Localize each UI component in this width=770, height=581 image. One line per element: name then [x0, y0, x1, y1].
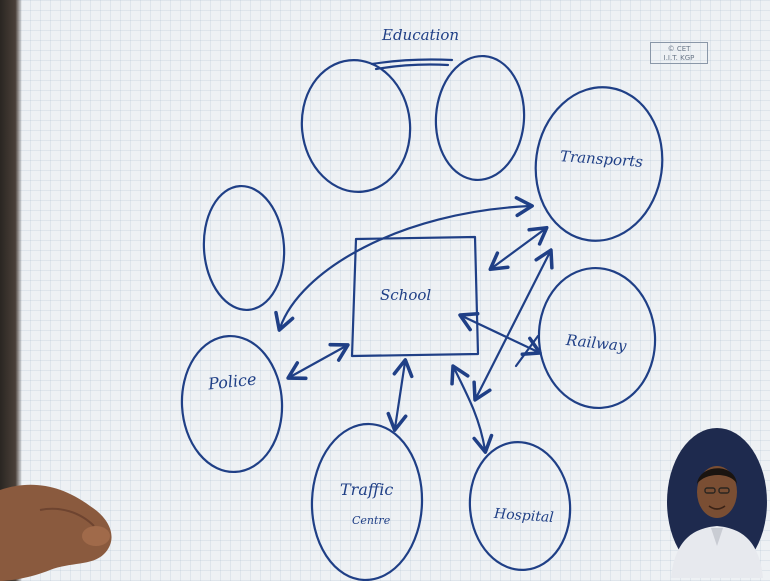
- arrow-police-school: [286, 342, 350, 381]
- arrow-school-traffic: [386, 358, 414, 432]
- traffic-label-line1: Traffic: [340, 480, 394, 499]
- traffic-circle: [310, 422, 424, 581]
- title-underline-2: [374, 63, 450, 71]
- paper-edge-shadow: [0, 0, 22, 581]
- arrow-school-hospital: [450, 364, 494, 454]
- institution-stamp: © CET I.I.T. KGP: [650, 42, 708, 64]
- stamp-line-2: I.I.T. KGP: [663, 54, 695, 62]
- arrow-railway-back: [514, 334, 540, 368]
- presenter-video-inset: [667, 428, 767, 578]
- transports-circle: [534, 86, 664, 242]
- stamp-line-1: © CET: [667, 45, 691, 53]
- traffic-label-line2: Centre: [352, 514, 391, 527]
- empty-circle-top-left: [300, 59, 412, 193]
- arrow-school-railway: [458, 311, 542, 357]
- title-underline: [370, 58, 454, 66]
- hospital-circle: [468, 440, 572, 572]
- presenter-hand: [0, 484, 112, 581]
- empty-circle-top-right: [434, 54, 526, 182]
- arrow-police-transports: [274, 196, 534, 332]
- empty-circle-left: [202, 184, 286, 312]
- police-circle: [180, 334, 284, 474]
- diagram-title: Education: [382, 26, 460, 44]
- arrow-school-transports: [488, 225, 549, 272]
- school-label: School: [380, 286, 432, 304]
